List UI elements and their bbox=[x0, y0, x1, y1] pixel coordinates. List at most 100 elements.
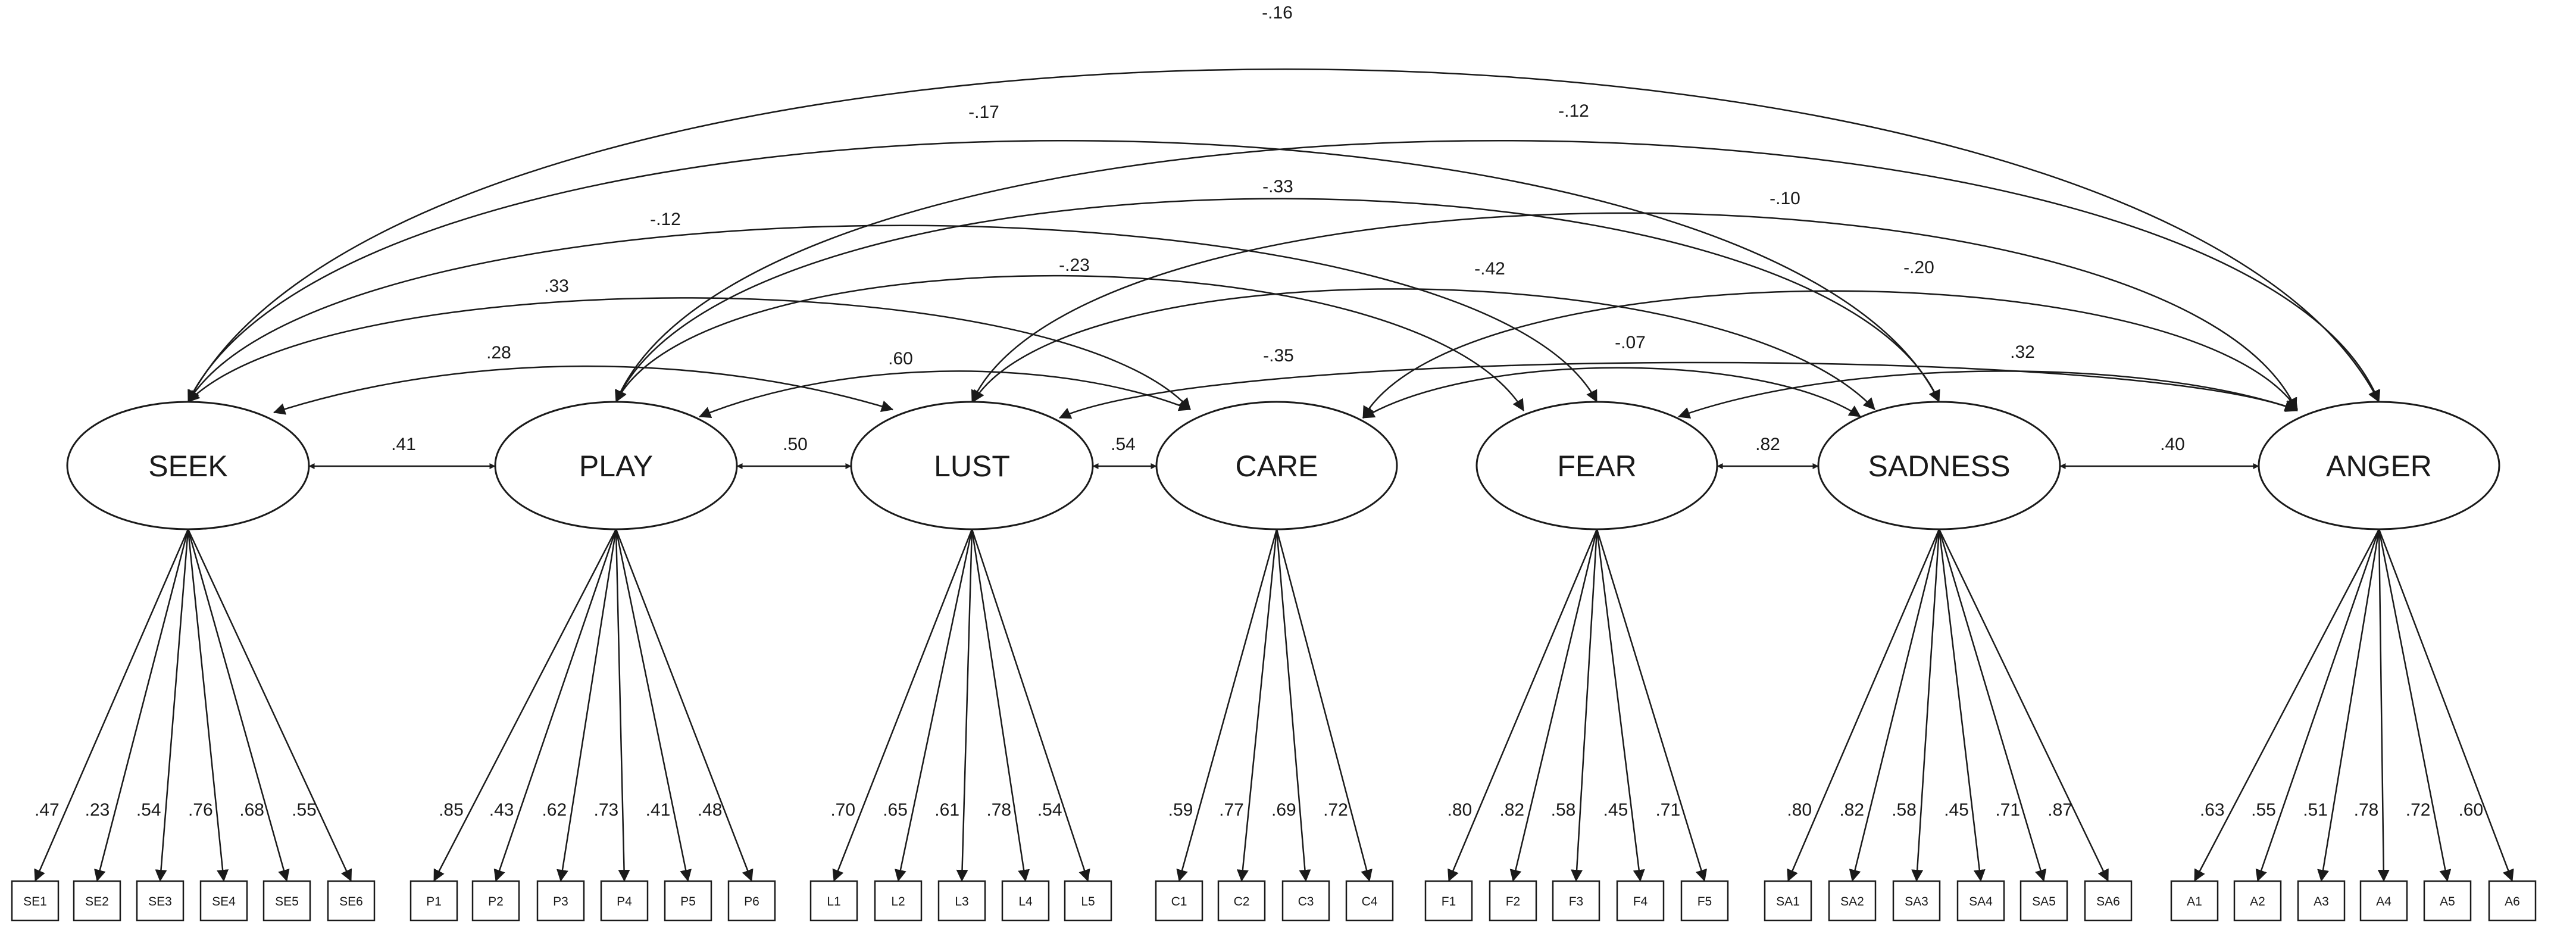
corr-care-sadness-value: -.07 bbox=[1615, 333, 1646, 352]
loading-path-se2 bbox=[94, 529, 189, 882]
indicator-label-sa3: SA3 bbox=[1905, 895, 1928, 908]
corr-seek-play-value: .41 bbox=[391, 435, 416, 454]
indicator-label-p4: P4 bbox=[617, 895, 632, 908]
loading-path-c1 bbox=[1176, 529, 1278, 882]
corr-seek-sadness-value: -.17 bbox=[968, 102, 999, 122]
corr-lust-sadness bbox=[972, 288, 1875, 410]
loading-value-a5: .72 bbox=[2406, 800, 2431, 820]
loading-value-p5: .41 bbox=[646, 800, 671, 820]
indicator-label-l3: L3 bbox=[955, 895, 968, 908]
corr-lust-care-value: .54 bbox=[1111, 435, 1136, 454]
indicator-label-f5: F5 bbox=[1697, 895, 1712, 908]
indicator-label-p5: P5 bbox=[680, 895, 696, 908]
latent-lust bbox=[850, 401, 1094, 530]
loading-path-sa4 bbox=[1938, 529, 1986, 882]
indicator-box-se2 bbox=[73, 880, 121, 922]
loading-value-sa2: .82 bbox=[1839, 800, 1864, 820]
indicator-label-p2: P2 bbox=[488, 895, 504, 908]
loading-path-sa6 bbox=[1938, 529, 2109, 882]
indicator-box-a5 bbox=[2423, 880, 2472, 922]
loading-value-l2: .65 bbox=[883, 800, 908, 820]
indicator-label-se6: SE6 bbox=[339, 895, 363, 908]
latent-play bbox=[494, 401, 738, 530]
loading-value-l4: .78 bbox=[986, 800, 1011, 820]
indicator-box-se5 bbox=[262, 880, 311, 922]
indicator-box-f2 bbox=[1489, 880, 1537, 922]
loading-value-l1: .70 bbox=[830, 800, 855, 820]
indicator-box-sa4 bbox=[1956, 880, 2005, 922]
loading-value-a3: .51 bbox=[2303, 800, 2328, 820]
indicator-box-se3 bbox=[136, 880, 185, 922]
indicator-box-a1 bbox=[2170, 880, 2219, 922]
loading-value-c3: .69 bbox=[1271, 800, 1296, 820]
corr-play-fear bbox=[615, 274, 1525, 411]
corr-sadness-anger-value: .40 bbox=[2160, 435, 2185, 454]
indicator-label-sa6: SA6 bbox=[2096, 895, 2120, 908]
loading-value-a2: .55 bbox=[2251, 800, 2276, 820]
loading-path-l2 bbox=[895, 529, 973, 882]
loading-paths bbox=[34, 529, 2514, 882]
indicator-box-c3 bbox=[1281, 880, 1330, 922]
loading-path-f5 bbox=[1596, 529, 1707, 882]
indicator-box-se1 bbox=[11, 880, 60, 922]
indicator-label-se1: SE1 bbox=[23, 895, 47, 908]
indicator-label-f3: F3 bbox=[1569, 895, 1584, 908]
indicator-label-l2: L2 bbox=[891, 895, 905, 908]
loading-value-sa4: .45 bbox=[1944, 800, 1969, 820]
loading-path-sa1 bbox=[1787, 529, 1940, 882]
indicator-label-l1: L1 bbox=[827, 895, 840, 908]
indicator-label-a1: A1 bbox=[2187, 895, 2202, 908]
indicator-label-sa2: SA2 bbox=[1840, 895, 1864, 908]
corr-play-fear-value: -.23 bbox=[1059, 255, 1090, 275]
indicator-label-se4: SE4 bbox=[212, 895, 236, 908]
loading-value-se3: .54 bbox=[136, 800, 161, 820]
loading-path-p4 bbox=[615, 529, 630, 882]
corr-lust-anger bbox=[971, 212, 2297, 410]
corr-seek-anger-value: -.16 bbox=[1262, 3, 1293, 23]
indicator-label-c2: C2 bbox=[1234, 895, 1250, 908]
corr-seek-care-value: .33 bbox=[544, 276, 569, 296]
loading-path-l3 bbox=[956, 529, 973, 882]
latent-anger bbox=[2258, 401, 2500, 530]
loading-path-p6 bbox=[615, 529, 754, 882]
corr-play-lust-value: .50 bbox=[783, 435, 808, 454]
correlation-arcs bbox=[187, 68, 2381, 469]
latent-seek bbox=[66, 401, 310, 530]
indicator-box-l3 bbox=[937, 880, 986, 922]
indicator-label-a6: A6 bbox=[2505, 895, 2520, 908]
indicator-label-c3: C3 bbox=[1298, 895, 1314, 908]
loading-path-c2 bbox=[1236, 529, 1278, 882]
indicator-label-se5: SE5 bbox=[275, 895, 299, 908]
indicator-label-a2: A2 bbox=[2250, 895, 2265, 908]
indicator-label-sa5: SA5 bbox=[2032, 895, 2056, 908]
loading-path-f2 bbox=[1509, 529, 1598, 882]
loading-path-l5 bbox=[971, 529, 1090, 882]
coefficient-labels: .47.23.54.76.68.55.85.43.62.73.41.48.70.… bbox=[35, 3, 2483, 820]
indicator-label-p6: P6 bbox=[744, 895, 759, 908]
loading-value-a1: .63 bbox=[2200, 800, 2225, 820]
indicator-box-p3 bbox=[536, 880, 585, 922]
indicator-label-a3: A3 bbox=[2314, 895, 2329, 908]
corr-seek-sadness bbox=[187, 140, 1940, 402]
loading-value-sa3: .58 bbox=[1892, 800, 1917, 820]
indicator-box-p6 bbox=[727, 880, 776, 922]
latent-label-care: CARE bbox=[1236, 449, 1318, 483]
indicator-label-p3: P3 bbox=[553, 895, 568, 908]
loading-path-sa5 bbox=[1938, 529, 2047, 882]
indicator-label-a4: A4 bbox=[2376, 895, 2391, 908]
indicator-box-se4 bbox=[199, 880, 248, 922]
loading-path-f1 bbox=[1448, 529, 1598, 882]
loading-path-a3 bbox=[2317, 529, 2380, 882]
indicator-box-sa2 bbox=[1828, 880, 1877, 922]
indicator-label-f4: F4 bbox=[1633, 895, 1648, 908]
loading-path-se3 bbox=[155, 529, 189, 882]
corr-seek-fear-value: -.12 bbox=[650, 210, 681, 229]
loading-path-a1 bbox=[2193, 529, 2380, 882]
latent-label-play: PLAY bbox=[579, 449, 653, 483]
loading-path-sa2 bbox=[1849, 529, 1940, 882]
corr-care-anger-value: -.20 bbox=[1903, 258, 1934, 277]
loading-value-f3: .58 bbox=[1551, 800, 1576, 820]
loading-value-p2: .43 bbox=[489, 800, 514, 820]
loading-path-a6 bbox=[2378, 529, 2514, 882]
indicator-label-p1: P1 bbox=[426, 895, 442, 908]
